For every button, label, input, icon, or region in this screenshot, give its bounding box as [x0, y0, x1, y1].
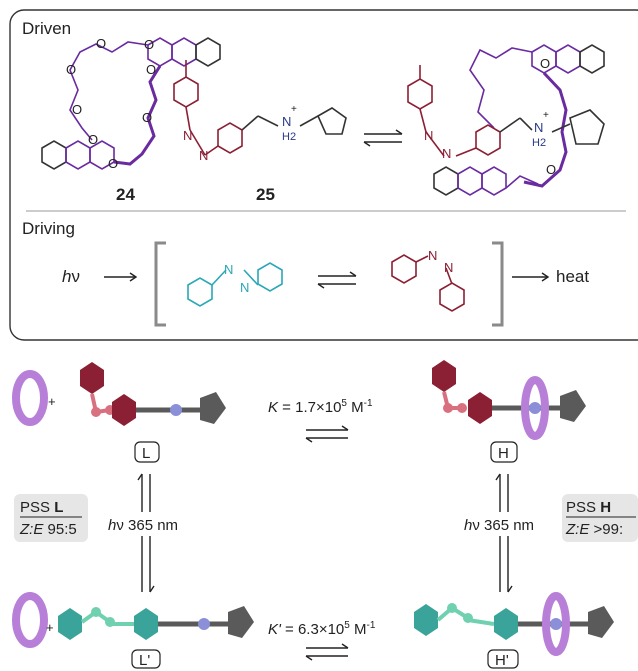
svg-text:O: O [144, 37, 154, 52]
svg-text:+: + [291, 104, 297, 115]
e-azo-n-labels: N N [224, 262, 249, 295]
state-Lprime-box: L' [131, 649, 161, 669]
svg-text:+: + [543, 110, 549, 121]
e-azobenzene [187, 262, 283, 307]
svg-text:O: O [72, 102, 82, 117]
svg-text:Z:E >99:: Z:E >99: [565, 521, 623, 538]
svg-text:+: + [46, 620, 54, 635]
state-Hprime-box: H' [487, 649, 519, 669]
svg-text:O: O [96, 36, 106, 51]
svg-text:K' = 6.3×105 M-1: K' = 6.3×105 M-1 [268, 620, 376, 638]
svg-text:O: O [546, 162, 556, 177]
state-Hprime-cartoon [414, 592, 614, 656]
z-azo-n-labels: N N [428, 248, 453, 275]
svg-text:K = 1.7×105 M-1: K = 1.7×105 M-1 [268, 398, 373, 416]
left-irradiation: hν 365 nm [108, 517, 178, 534]
compound-24-label: 24 [116, 185, 135, 204]
driving-equilibrium-arrows [317, 271, 357, 289]
pss-H-box: PSS H Z:E >99: [562, 494, 638, 542]
driving-bracket-left [154, 241, 166, 327]
crown-ether-24 [41, 37, 221, 170]
svg-text:PSS H: PSS H [566, 499, 611, 516]
rotaxane-complex [407, 44, 605, 196]
svg-text:N: N [534, 120, 543, 135]
svg-text:N: N [424, 128, 433, 143]
svg-text:+: + [48, 394, 56, 409]
svg-text:H2: H2 [282, 131, 296, 143]
right-irradiation-bg [462, 512, 548, 536]
svg-text:heat: heat [556, 267, 589, 286]
right-irradiation: hν 365 nm [464, 517, 534, 534]
driven-equilibrium-arrows [363, 129, 403, 147]
pss-L-box: PSS L Z:E 95:5 [14, 494, 88, 542]
svg-text:O: O [142, 110, 152, 125]
svg-text:N: N [442, 146, 451, 161]
svg-text:H: H [498, 445, 509, 462]
svg-text:N: N [240, 280, 249, 295]
svg-text:N: N [183, 128, 192, 143]
state-L-box: L [134, 441, 160, 463]
svg-text:O: O [540, 56, 550, 71]
left-irradiation-bg [106, 512, 190, 536]
svg-text:hν: hν [62, 267, 80, 286]
heat-output: heat [512, 267, 589, 286]
axle-labels: N N N + H2 [183, 104, 297, 163]
svg-text:PSS L: PSS L [20, 499, 63, 516]
svg-text:L': L' [139, 652, 150, 669]
svg-text:N: N [444, 260, 453, 275]
svg-text:N: N [282, 114, 291, 129]
svg-text:H': H' [495, 652, 509, 669]
state-H-box: H [490, 441, 518, 463]
svg-text:N: N [224, 262, 233, 277]
z-azobenzene [391, 254, 465, 312]
svg-text:H2: H2 [532, 137, 546, 149]
equilibrium-top: K = 1.7×105 M-1 [268, 398, 373, 443]
equilibrium-bottom: K' = 6.3×105 M-1 [268, 620, 376, 661]
svg-text:O: O [66, 62, 76, 77]
driven-driving-panel [9, 9, 638, 341]
axle-25 [173, 60, 347, 156]
compound-25-label: 25 [256, 185, 275, 204]
state-H-cartoon [432, 360, 586, 440]
svg-text:O: O [146, 62, 156, 77]
state-L-cartoon: + [12, 362, 226, 426]
complex-labels: N N N + H2 O O [424, 56, 556, 177]
driven-label: Driven [22, 19, 71, 38]
driving-bracket-right [492, 241, 504, 327]
svg-text:N: N [428, 248, 437, 263]
light-input: hν [62, 267, 138, 286]
svg-text:Z:E 95:5: Z:E 95:5 [19, 521, 77, 538]
driving-label: Driving [22, 219, 75, 238]
svg-text:O: O [88, 132, 98, 147]
state-Lprime-cartoon: + [12, 592, 254, 648]
svg-text:O: O [108, 156, 118, 171]
crown-oxygens: O O O O O O O O [66, 36, 156, 171]
svg-text:L: L [142, 445, 150, 462]
svg-text:N: N [199, 148, 208, 163]
